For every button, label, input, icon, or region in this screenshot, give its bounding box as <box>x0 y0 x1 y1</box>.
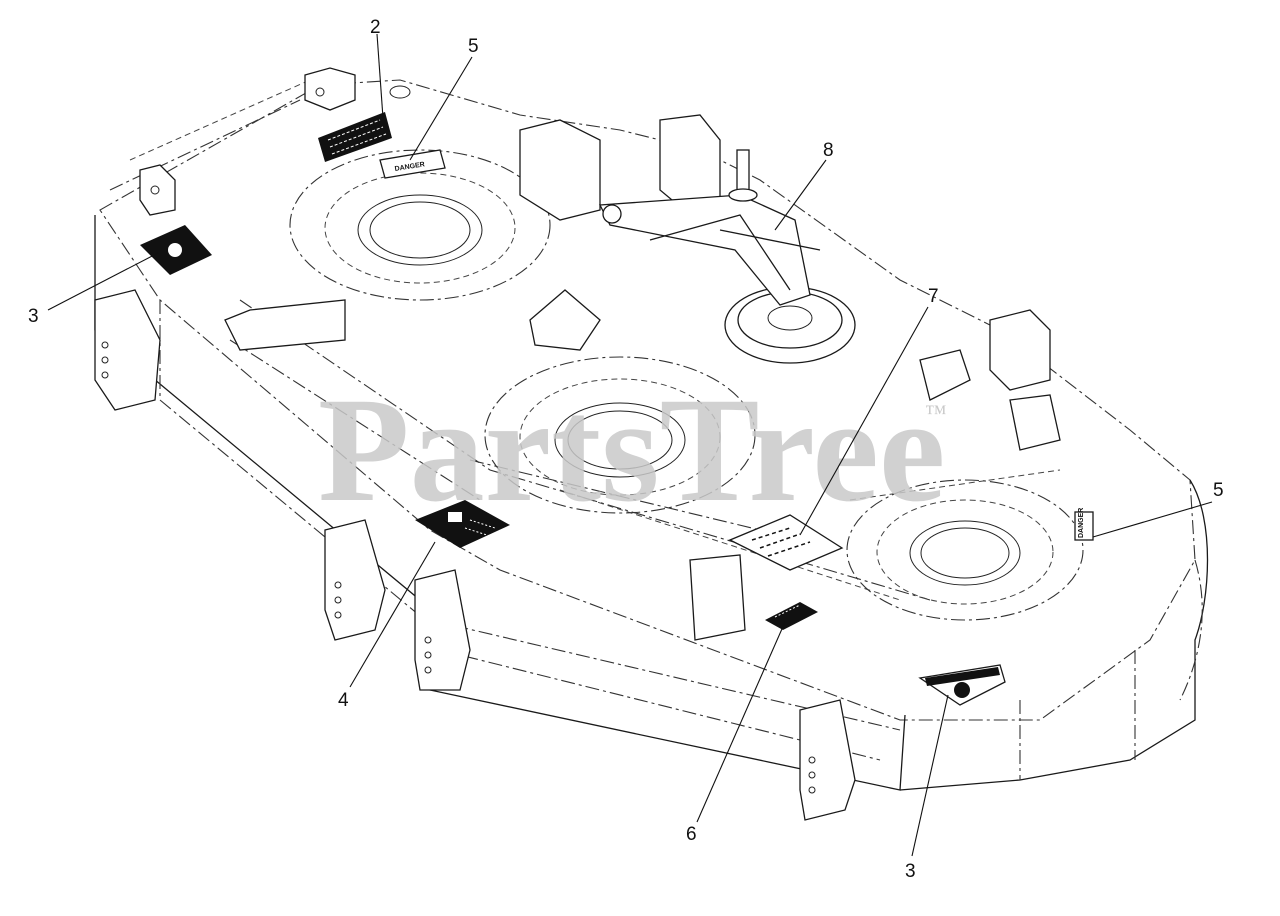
decal-7-instruction <box>728 514 844 571</box>
decal-5-danger-left: DANGER <box>379 149 446 179</box>
callout-6: 6 <box>686 824 697 845</box>
decal-danger-text-left: DANGER <box>394 161 425 173</box>
decal-danger-text-right: DANGER <box>1078 508 1085 538</box>
callout-3-left: 3 <box>28 306 39 327</box>
idler-arm-assembly <box>598 149 856 364</box>
decal-5-danger-right: DANGER <box>1074 508 1094 541</box>
callout-4: 4 <box>338 690 349 711</box>
rear-right-brackets <box>519 114 1061 451</box>
callout-3-right: 3 <box>905 861 916 882</box>
callout-7: 7 <box>928 286 939 307</box>
right-spindle-disc <box>846 479 1084 621</box>
decal-4-warning <box>415 500 510 548</box>
front-gauge-wheel-brackets <box>94 289 856 821</box>
decal-3-danger-right <box>918 664 1006 706</box>
callout-2: 2 <box>370 17 381 38</box>
decal-2-instruction <box>318 112 392 162</box>
callout-5-right: 5 <box>1213 480 1224 501</box>
rear-left-mount <box>139 67 411 216</box>
callout-5-left: 5 <box>468 36 479 57</box>
decal-6-label <box>765 602 818 630</box>
watermark-trademark: ™ <box>925 400 947 425</box>
callout-8: 8 <box>823 140 834 161</box>
left-spindle-disc <box>289 149 551 301</box>
decal-3-danger-left <box>140 225 212 275</box>
baffle-tabs <box>224 289 746 641</box>
center-spindle-disc <box>484 356 756 514</box>
bracket-holes <box>101 341 816 794</box>
watermark: PartsTree ™ <box>318 367 947 533</box>
watermark-text: PartsTree <box>318 367 945 533</box>
callouts: 2 5 8 3 7 5 4 6 3 <box>28 17 1224 882</box>
